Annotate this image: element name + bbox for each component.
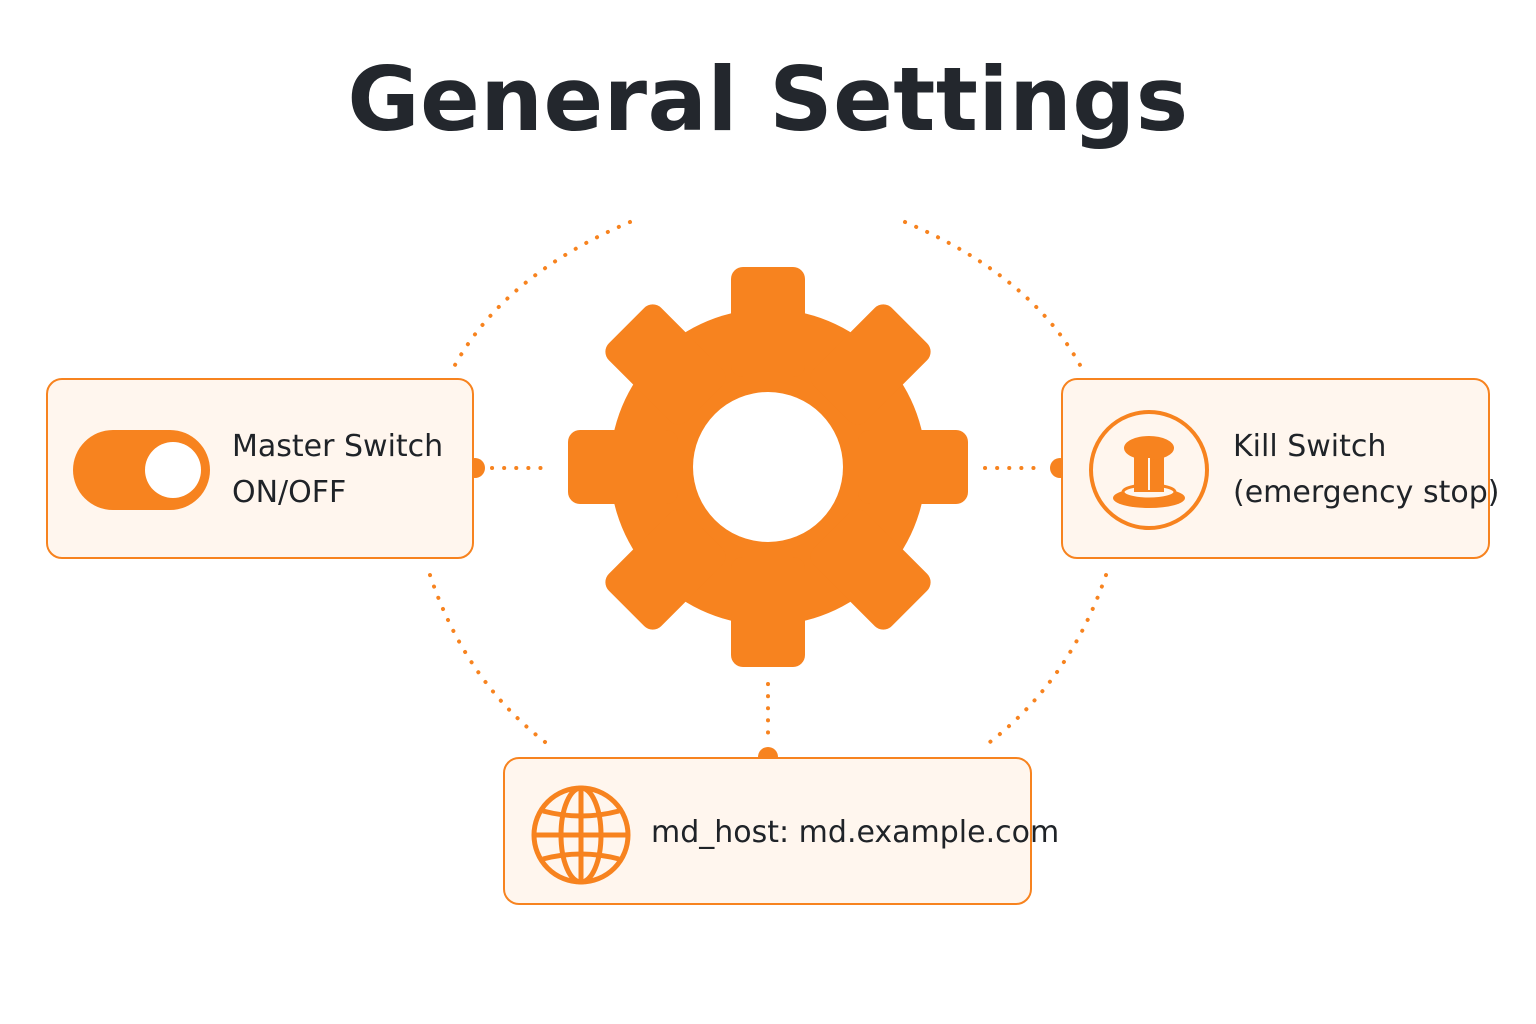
toggle-switch-icon[interactable] bbox=[73, 430, 210, 510]
orbit-arc-bottom-right bbox=[988, 573, 1108, 744]
gear-icon bbox=[568, 267, 968, 667]
orbit-arc-bottom-left bbox=[428, 573, 547, 744]
toggle-knob bbox=[145, 442, 201, 498]
kill-switch-label: Kill Switch (emergency stop) bbox=[1233, 424, 1499, 516]
master-switch-state: ON/OFF bbox=[232, 475, 347, 510]
emergency-stop-button-icon[interactable] bbox=[1087, 408, 1211, 532]
master-switch-label: Master Switch ON/OFF bbox=[232, 424, 443, 516]
orbit-arc-top-left bbox=[453, 220, 632, 367]
orbit-arc-top-right bbox=[903, 220, 1082, 367]
master-switch-card[interactable]: Master Switch ON/OFF bbox=[46, 378, 474, 559]
master-switch-title: Master Switch bbox=[232, 429, 444, 464]
host-card[interactable]: md_host: md.example.com bbox=[503, 757, 1059, 905]
kill-switch-subtitle: (emergency stop) bbox=[1233, 475, 1500, 510]
kill-switch-title: Kill Switch bbox=[1233, 429, 1387, 464]
page-title: General Settings bbox=[347, 48, 1189, 151]
kill-switch-card[interactable]: Kill Switch (emergency stop) bbox=[1061, 378, 1499, 559]
host-label: md_host: md.example.com bbox=[651, 815, 1060, 850]
globe-icon bbox=[531, 785, 631, 885]
